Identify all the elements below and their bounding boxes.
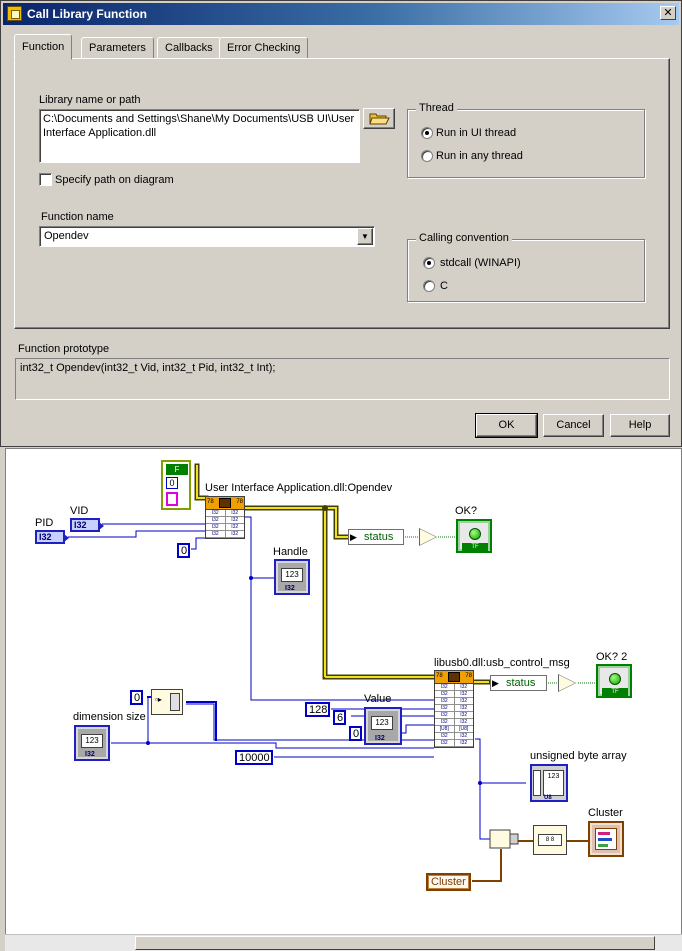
library-path-label: Library name or path [39,94,141,106]
run-ui-thread-radio[interactable] [421,127,433,139]
labview-icon [7,6,22,21]
status-unbundle[interactable]: status [348,529,404,545]
tab-parameters[interactable]: Parameters [81,37,154,59]
const-zero-array[interactable]: 0 [130,690,143,705]
ok-indicator-label: OK? [455,505,478,517]
not-gate[interactable] [420,529,436,545]
status-unbundle-2[interactable]: status [490,675,547,691]
calling-convention-legend: Calling convention [416,232,512,244]
call-library-function-dialog: Call Library Function ✕ Function Paramet… [0,0,682,447]
bool-f-const: F [166,464,188,475]
ok-button[interactable]: OK [475,413,538,438]
library-path-field[interactable]: C:\Documents and Settings\Shane\My Docum… [39,109,360,163]
opendev-node-label: User Interface Application.dll:Opendev [205,482,393,494]
const-zero-int[interactable]: 0 [177,543,190,558]
wires-layer [68,463,596,882]
handle-label: Handle [273,546,308,558]
string-const [166,492,178,506]
run-ui-thread-label: Run in UI thread [436,127,517,139]
title-bar[interactable]: Call Library Function ✕ [3,3,679,25]
cluster-wires [472,840,588,882]
c-convention-radio[interactable] [423,280,435,292]
function-name-value: Opendev [44,230,89,242]
const-10000[interactable]: 10000 [235,750,273,765]
initialize-array-node[interactable]: ▫▸ [151,689,183,715]
dll-call-icon [219,498,231,508]
tab-function[interactable]: Function [14,34,73,60]
unsigned-byte-array-label: unsigned byte array [530,750,627,762]
const-128[interactable]: 128 [305,702,330,717]
vid-label: VID [70,505,89,517]
led-icon [609,673,621,685]
stdcall-radio[interactable] [423,257,435,269]
ok2-indicator-label: OK? 2 [596,651,628,663]
horizontal-scrollbar[interactable] [5,934,682,951]
cluster-constant[interactable]: Cluster [426,873,471,891]
thread-group: Thread Run in UI thread Run in any threa… [407,102,645,178]
function-name-label: Function name [41,211,114,223]
prototype-text: int32_t Opendev(int32_t Vid, int32_t Pid… [15,358,670,400]
window-title: Call Library Function [27,7,148,21]
bundle-node[interactable]: 8 8 [533,825,567,855]
run-any-thread-radio[interactable] [421,150,433,162]
stdcall-label: stdcall (WINAPI) [440,257,521,269]
dropdown-arrow-icon[interactable]: ▼ [357,228,373,245]
run-any-thread-label: Run in any thread [436,150,523,162]
c-convention-label: C [440,280,448,292]
dimension-size-label: dimension size [73,711,146,723]
i32-wires [68,516,526,840]
led-icon [469,528,481,540]
cluster-indicator-label: Cluster [588,807,623,819]
pid-control[interactable]: I32 [35,530,69,544]
close-button[interactable]: ✕ [660,6,676,20]
build-array-node [489,829,511,849]
cancel-button[interactable]: Cancel [543,414,604,437]
ok-indicator[interactable]: TF [456,519,492,553]
wire-junction [322,505,328,511]
string-cluster-const[interactable]: F 0 [161,460,191,510]
specify-path-checkbox[interactable] [39,173,52,186]
const-zero-index[interactable]: 0 [349,726,362,741]
tab-error-checking[interactable]: Error Checking [219,37,309,59]
const-zero-top: 0 [166,477,178,489]
block-diagram[interactable]: F 0 User Interface Application.dll:Opend… [5,448,682,951]
function-name-select[interactable]: Opendev ▼ [39,226,375,247]
array-icon [170,693,180,711]
usb-node-label: libusb0.dll:usb_control_msg [434,657,570,669]
vid-control[interactable]: I32 [70,518,104,532]
calling-convention-group: Calling convention stdcall (WINAPI) C [407,232,645,302]
refnum-wire [194,463,493,685]
cluster-indicator[interactable] [588,821,624,857]
not-gate-2[interactable] [559,675,575,691]
thread-legend: Thread [416,102,457,114]
prototype-label: Function prototype [18,343,110,355]
dll-call-icon [448,672,460,682]
folder-open-icon [369,113,390,125]
ok2-indicator[interactable]: TF [596,664,632,698]
function-tab-panel [14,58,670,329]
browse-button[interactable] [363,108,395,129]
scrollbar-thumb[interactable] [135,936,655,950]
specify-path-label: Specify path on diagram [55,174,174,186]
help-button[interactable]: Help [610,414,670,437]
pid-label: PID [35,517,54,529]
const-6[interactable]: 6 [333,710,346,725]
value-label: Value [364,693,392,705]
tab-callbacks[interactable]: Callbacks [157,37,221,59]
